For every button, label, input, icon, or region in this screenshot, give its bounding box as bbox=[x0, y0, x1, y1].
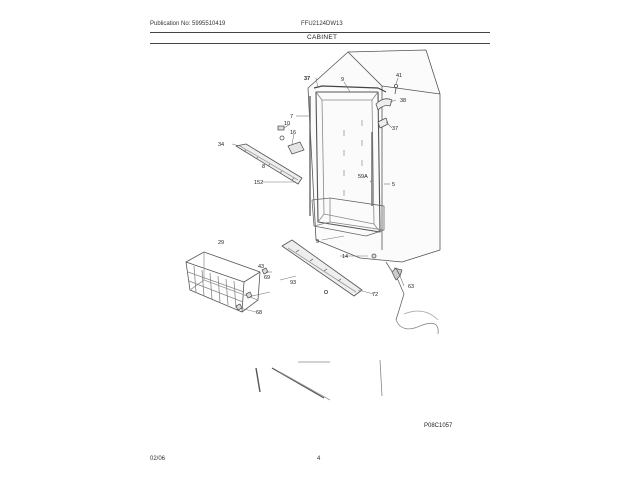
callout-152: 152 bbox=[254, 180, 263, 186]
upper-trim-strip bbox=[235, 143, 303, 185]
section-rule bbox=[150, 43, 490, 44]
cabinet-body bbox=[307, 49, 441, 263]
callout-68: 68 bbox=[256, 310, 262, 316]
callout-38: 38 bbox=[400, 98, 406, 104]
callout-41: 41 bbox=[396, 73, 402, 79]
callout-93: 93 bbox=[290, 280, 296, 286]
header-rule bbox=[150, 32, 490, 33]
callout-34: 34 bbox=[218, 142, 224, 148]
detail-inset bbox=[255, 359, 383, 401]
section-title: CABINET bbox=[307, 34, 338, 41]
publication-number: Publication No: 5995510419 bbox=[150, 21, 226, 27]
leader-lines bbox=[231, 77, 405, 313]
callout-59a: 59A bbox=[358, 174, 368, 180]
callout-29: 29 bbox=[218, 240, 224, 246]
callout-14: 14 bbox=[342, 254, 348, 260]
callout-8: 8 bbox=[262, 164, 265, 170]
callout-63: 63 bbox=[408, 284, 414, 290]
callout-72: 72 bbox=[372, 292, 378, 298]
diagram-code: P08C1057 bbox=[424, 423, 453, 429]
kickplate-grille bbox=[281, 239, 363, 297]
callout-10: 10 bbox=[284, 121, 290, 127]
wire-basket-part bbox=[185, 251, 261, 313]
callout-5: 5 bbox=[392, 182, 395, 188]
page-number: 4 bbox=[317, 456, 321, 462]
callout-16: 16 bbox=[290, 130, 296, 136]
callout-9-bottom: 9 bbox=[316, 239, 319, 245]
callout-37-top: 37 bbox=[304, 76, 310, 82]
model-number: FFU2124DW13 bbox=[301, 21, 343, 27]
callout-37-right: 37 bbox=[392, 126, 398, 132]
small-fastener-parts bbox=[277, 125, 305, 155]
callout-7: 7 bbox=[290, 114, 293, 120]
footer-date: 02/06 bbox=[150, 456, 166, 462]
top-bracket-part bbox=[375, 84, 398, 111]
callout-69: 69 bbox=[264, 275, 270, 281]
callout-43: 43 bbox=[258, 264, 264, 270]
screw-part bbox=[371, 253, 377, 259]
callout-9-top: 9 bbox=[341, 77, 344, 83]
callout-labels: 37 9 41 38 37 7 10 16 34 8 59A 5 152 9 1… bbox=[218, 73, 453, 429]
